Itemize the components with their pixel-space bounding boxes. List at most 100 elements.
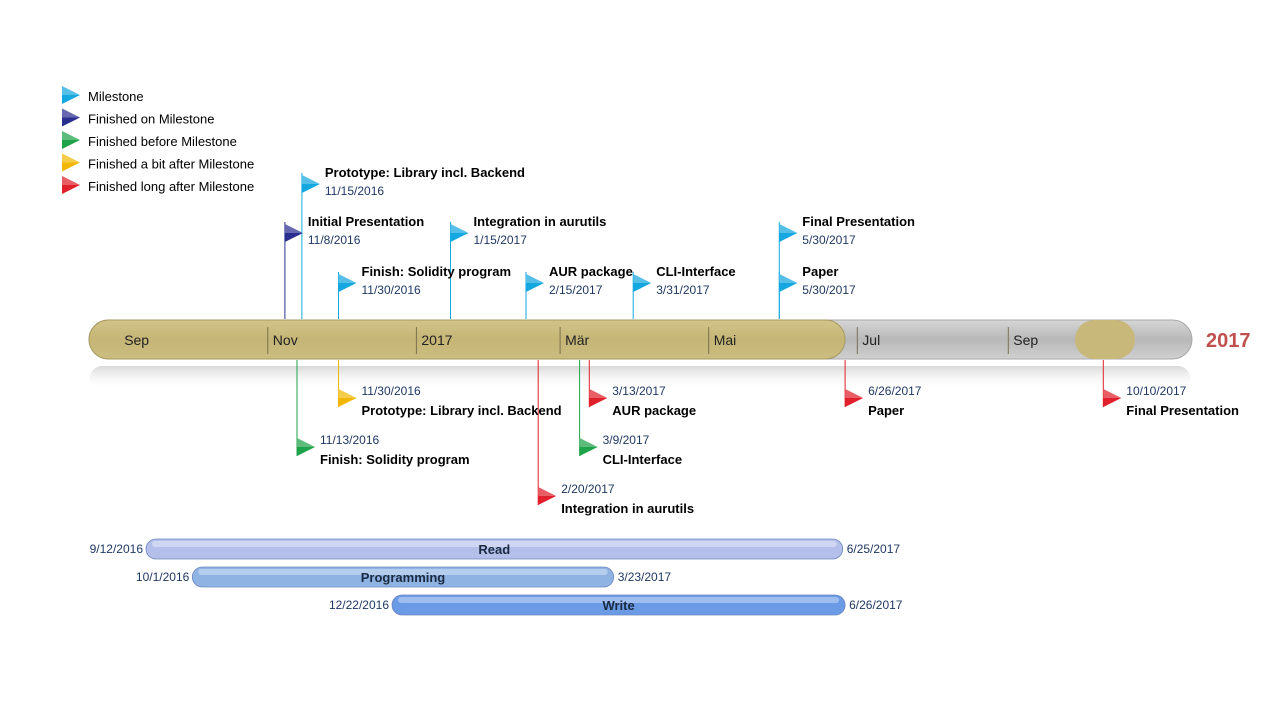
planned-integration-in-aurutils-flag-icon-highlight: [450, 224, 469, 233]
planned-milestone-date: 2/15/2017: [549, 283, 603, 297]
planned-milestone-date: 1/15/2017: [474, 233, 528, 247]
axis-label-sep: Sep: [124, 332, 149, 348]
task-bar-gloss: [398, 597, 840, 603]
planned-prototype-library-incl-backend-flag-icon-highlight: [301, 175, 320, 184]
planned-milestone-title: Integration in aurutils: [474, 214, 607, 229]
planned-cli-interface-flag-icon-highlight: [633, 274, 652, 283]
planned-milestone-title: Initial Presentation: [308, 214, 424, 229]
actual-final-presentation-flag-icon-shape: [1103, 389, 1122, 407]
actual-integration-in-aurutils-flag-icon-highlight: [538, 487, 557, 496]
task-write: Write 12/22/2016 6/26/2017: [329, 594, 903, 616]
actual-finish-solidity-program-flag-icon: [297, 438, 316, 456]
legend-finished-before-milestone-flag-icon-shape: [62, 131, 80, 149]
axis-label-m-r: Mär: [565, 332, 589, 348]
legend-milestone-flag-icon-highlight: [62, 86, 80, 95]
actual-aur-package-flag-icon-highlight: [589, 389, 608, 398]
task-read: Read 9/12/2016 6/25/2017: [90, 538, 901, 560]
actual-finish-solidity-program-flag-icon-shape: [297, 438, 316, 456]
task-end-date: 6/26/2017: [849, 598, 903, 612]
legend-finished-before-milestone-flag-icon-highlight: [62, 131, 80, 140]
legend-finished-long-after-milestone-flag-icon: [62, 176, 80, 194]
planned-milestone-date: 5/30/2017: [802, 233, 856, 247]
task-bar-gloss: [198, 569, 608, 575]
planned-milestone-title: Paper: [802, 264, 838, 279]
planned-aur-package-flag-icon: [526, 274, 545, 292]
task-bars: Read 9/12/2016 6/25/2017Programming10/1/20…: [90, 538, 903, 616]
planned-initial-presentation-flag-icon-highlight: [284, 224, 303, 233]
actual-prototype-library-incl-backend-flag-icon-highlight: [338, 389, 357, 398]
legend-milestone-flag-icon: [62, 86, 80, 104]
planned-milestone-date: 11/30/2016: [362, 283, 421, 297]
planned-milestone: Integration in aurutils 1/15/2017: [450, 214, 607, 247]
planned-milestone: Finish: Solidity program 11/30/2016: [338, 264, 511, 297]
actual-milestone-date: 11/30/2016: [362, 384, 421, 398]
actual-finish-solidity-program-flag-icon-highlight: [297, 438, 316, 447]
task-bar: [145, 538, 844, 560]
actual-integration-in-aurutils-flag-icon: [538, 487, 557, 505]
task-name: Write: [602, 598, 634, 613]
planned-prototype-library-incl-backend-flag-icon: [301, 175, 320, 193]
actual-milestone-date: 10/10/2017: [1126, 384, 1186, 398]
planned-integration-in-aurutils-flag-icon-shape: [450, 224, 469, 242]
planned-initial-presentation-flag-icon-shape: [284, 224, 303, 242]
planned-paper-flag-icon-highlight: [779, 274, 798, 283]
planned-milestone-title: Finish: Solidity program: [362, 264, 512, 279]
actual-milestone-title: Final Presentation: [1126, 403, 1239, 418]
actual-milestone-title: Finish: Solidity program: [320, 452, 470, 467]
actual-milestone-date: 3/13/2017: [612, 384, 666, 398]
task-start-date: 10/1/2016: [136, 570, 190, 584]
actual-paper-flag-icon-highlight: [845, 389, 864, 398]
planned-milestone-date: 11/8/2016: [308, 233, 361, 247]
legend-finished-a-bit-after-milestone-flag-icon: [62, 153, 80, 172]
planned-milestone-date: 11/15/2016: [325, 184, 384, 198]
planned-prototype-library-incl-backend-flag-icon-shape: [301, 175, 320, 193]
timeline-elapsed-track: [88, 319, 846, 360]
actual-milestone-title: Prototype: Library incl. Backend: [362, 403, 562, 418]
task-name: Read: [478, 542, 510, 557]
legend-finished-before-milestone-flag-icon: [62, 131, 80, 149]
legend-finished-long-after-milestone-flag-icon-shape: [62, 176, 80, 194]
legend-finished-long-after-milestone-label: Finished long after Milestone: [88, 179, 254, 194]
actual-milestone-date: 11/13/2016: [320, 433, 379, 447]
task-end-date: 6/25/2017: [847, 542, 901, 556]
actual-integration-in-aurutils-flag-icon-shape: [538, 487, 557, 505]
legend-finished-on-milestone-flag-icon-highlight: [62, 108, 80, 118]
axis-label-mai: Mai: [714, 332, 737, 348]
legend-finished-a-bit-after-milestone-label: Finished a bit after Milestone: [88, 157, 254, 172]
task-bar-gloss: [152, 541, 837, 547]
planned-cli-interface-flag-icon-shape: [633, 274, 652, 292]
legend-finished-a-bit-after-milestone-flag-icon-highlight: [62, 153, 80, 163]
planned-final-presentation-flag-icon-highlight: [779, 224, 798, 233]
planned-milestone: Initial Presentation 11/8/2016: [284, 214, 424, 247]
task-start-date: 12/22/2016: [329, 598, 389, 612]
actual-cli-interface-flag-icon: [579, 438, 598, 456]
actual-milestone-date: 2/20/2017: [561, 482, 615, 496]
actual-paper-flag-icon-shape: [845, 389, 864, 407]
planned-milestones: Prototype: Library incl. Backend11/15/20…: [284, 165, 915, 297]
planned-finish-solidity-program-flag-icon-highlight: [338, 274, 357, 283]
milestone-stems: [284, 173, 1104, 505]
actual-prototype-library-incl-backend-flag-icon-shape: [338, 389, 357, 407]
actual-milestone-date: 3/9/2017: [603, 433, 650, 447]
actual-milestone-title: Integration in aurutils: [561, 501, 694, 516]
actual-milestone-title: Paper: [868, 403, 904, 418]
task-start-date: 9/12/2016: [90, 542, 144, 556]
actual-cli-interface-flag-icon-shape: [579, 438, 598, 456]
planned-paper-flag-icon: [779, 274, 798, 292]
actual-final-presentation-flag-icon-highlight: [1103, 389, 1122, 398]
actual-milestone-title: CLI-Interface: [603, 452, 682, 467]
planned-cli-interface-flag-icon: [633, 274, 652, 292]
